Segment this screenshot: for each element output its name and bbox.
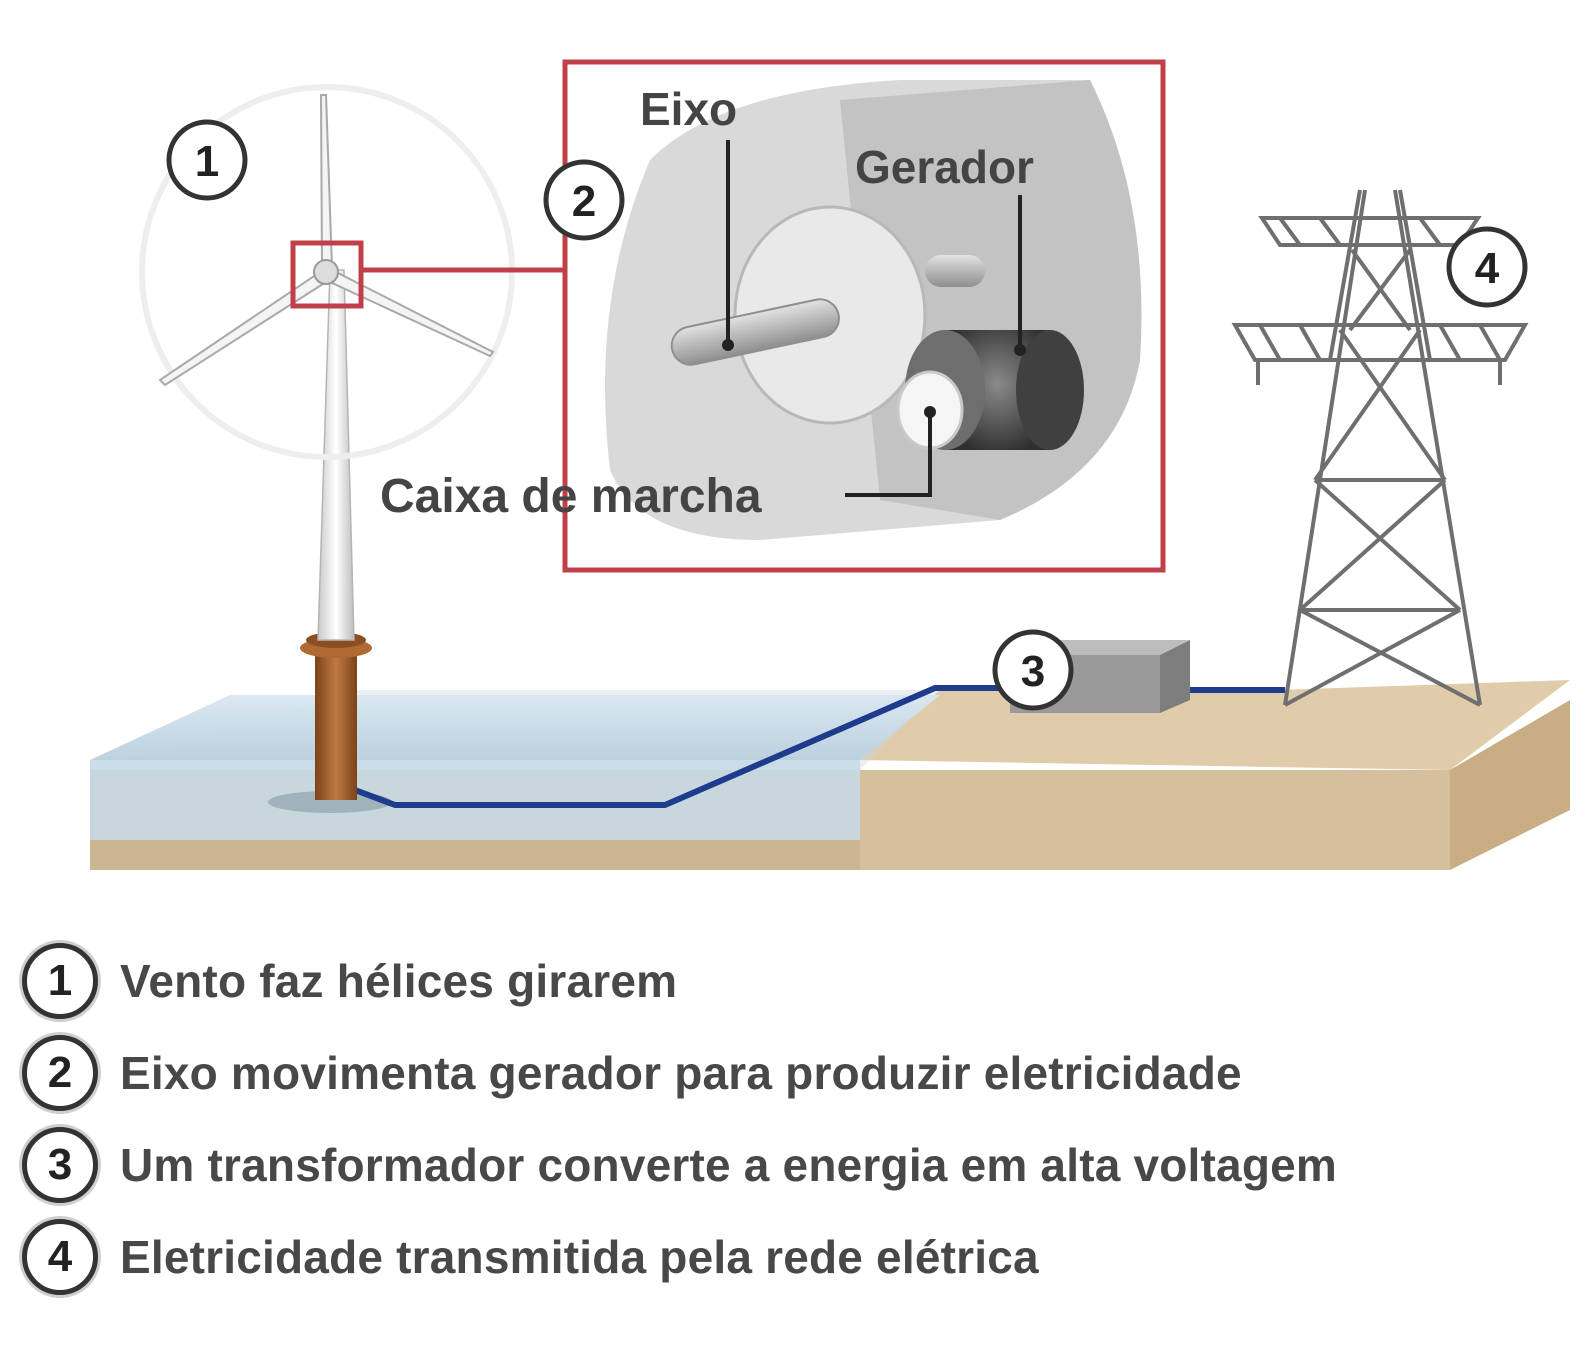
legend-badge-1: 1 (22, 943, 98, 1019)
legend-item-2: 2 Eixo movimenta gerador para produzir e… (22, 1027, 1572, 1119)
badge-1: 1 (166, 119, 248, 201)
legend-badge-2: 2 (22, 1035, 98, 1111)
sea-water (90, 695, 940, 870)
legend-item-4: 4 Eletricidade transmitida pela rede elé… (22, 1211, 1572, 1303)
legend-badge-3: 3 (22, 1127, 98, 1203)
steps-legend: 1 Vento faz hélices girarem 2 Eixo movim… (22, 935, 1572, 1303)
legend-text-3: Um transformador converte a energia em a… (120, 1139, 1338, 1191)
nacelle-highlight (290, 240, 565, 309)
generator-inset: Eixo Gerador Caixa de marcha (380, 59, 1166, 573)
badge-2: 2 (543, 159, 625, 241)
legend-text-4: Eletricidade transmitida pela rede elétr… (120, 1231, 1039, 1283)
scene-illustration: Eixo Gerador Caixa de marcha (90, 59, 1570, 870)
shaft-label: Eixo (640, 83, 737, 135)
legend-item-3: 3 Um transformador converte a energia em… (22, 1119, 1572, 1211)
transmission-tower (1231, 189, 1529, 707)
svg-text:4: 4 (1475, 244, 1500, 293)
svg-text:3: 3 (1021, 647, 1045, 696)
badge-3: 3 (992, 629, 1074, 711)
power-cable (353, 685, 1010, 808)
svg-text:1: 1 (195, 137, 219, 186)
legend-item-1: 1 Vento faz hélices girarem (22, 935, 1572, 1027)
badge-4: 4 (1446, 226, 1528, 308)
legend-badge-4: 4 (22, 1219, 98, 1295)
svg-text:2: 2 (572, 177, 596, 226)
legend-text-2: Eixo movimenta gerador para produzir ele… (120, 1047, 1242, 1099)
gearbox-label: Caixa de marcha (380, 470, 762, 523)
legend-text-1: Vento faz hélices girarem (120, 955, 678, 1007)
generator-label: Gerador (855, 141, 1034, 193)
